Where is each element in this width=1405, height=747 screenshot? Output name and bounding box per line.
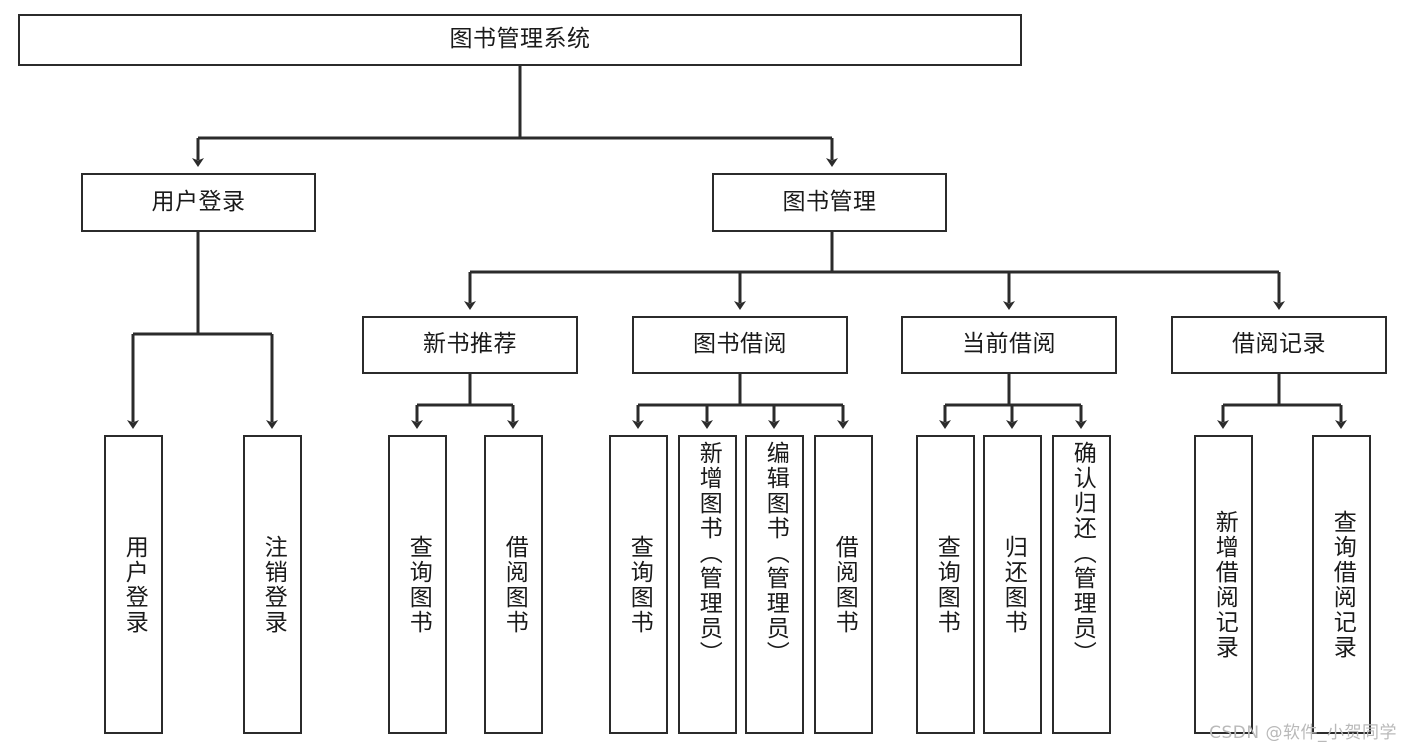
node-root[interactable]: 图书管理系统 (18, 14, 1022, 66)
node-leaf-query-book-1[interactable]: 查询图书 (388, 435, 447, 734)
node-book-borrow-label: 图书借阅 (693, 331, 787, 358)
node-leaf-add-book-label: 新增图书（管理员） (695, 441, 722, 666)
node-leaf-edit-book-label: 编辑图书（管理员） (762, 441, 789, 666)
node-leaf-user-login[interactable]: 用户登录 (104, 435, 163, 734)
node-user-login[interactable]: 用户登录 (81, 173, 316, 232)
node-leaf-user-login-label: 用户登录 (121, 534, 148, 635)
node-leaf-edit-book[interactable]: 编辑图书（管理员） (745, 435, 804, 734)
node-current-borrow-label: 当前借阅 (962, 331, 1056, 358)
node-leaf-query-book-3[interactable]: 查询图书 (916, 435, 975, 734)
node-root-label: 图书管理系统 (449, 26, 591, 53)
node-leaf-query-record[interactable]: 查询借阅记录 (1312, 435, 1371, 734)
node-leaf-query-book-2-label: 查询图书 (626, 534, 653, 635)
node-leaf-borrow-book-2-label: 借阅图书 (831, 534, 858, 635)
node-book-borrow[interactable]: 图书借阅 (632, 316, 848, 374)
node-leaf-confirm-return[interactable]: 确认归还（管理员） (1052, 435, 1111, 734)
node-leaf-query-book-2[interactable]: 查询图书 (609, 435, 668, 734)
node-leaf-add-record-label: 新增借阅记录 (1211, 509, 1238, 660)
node-book-manage[interactable]: 图书管理 (712, 173, 947, 232)
node-leaf-query-book-1-label: 查询图书 (405, 534, 432, 635)
node-borrow-record-label: 借阅记录 (1232, 331, 1326, 358)
node-leaf-confirm-return-label: 确认归还（管理员） (1069, 441, 1096, 666)
node-new-book-recommend[interactable]: 新书推荐 (362, 316, 578, 374)
node-leaf-add-record[interactable]: 新增借阅记录 (1194, 435, 1253, 734)
node-leaf-query-record-label: 查询借阅记录 (1329, 509, 1356, 660)
node-leaf-query-book-3-label: 查询图书 (933, 534, 960, 635)
node-leaf-add-book[interactable]: 新增图书（管理员） (678, 435, 737, 734)
node-user-login-label: 用户登录 (151, 188, 246, 215)
node-leaf-borrow-book-1[interactable]: 借阅图书 (484, 435, 543, 734)
node-book-manage-label: 图书管理 (782, 188, 877, 215)
node-current-borrow[interactable]: 当前借阅 (901, 316, 1117, 374)
node-leaf-return-book-label: 归还图书 (1000, 534, 1027, 635)
node-leaf-borrow-book-2[interactable]: 借阅图书 (814, 435, 873, 734)
node-leaf-user-logout-label: 注销登录 (260, 534, 287, 635)
node-leaf-borrow-book-1-label: 借阅图书 (501, 534, 528, 635)
csdn-watermark: CSDN @软件_小贺同学 (1209, 723, 1397, 743)
node-leaf-return-book[interactable]: 归还图书 (983, 435, 1042, 734)
node-new-book-recommend-label: 新书推荐 (423, 331, 517, 358)
node-leaf-user-logout[interactable]: 注销登录 (243, 435, 302, 734)
node-borrow-record[interactable]: 借阅记录 (1171, 316, 1387, 374)
